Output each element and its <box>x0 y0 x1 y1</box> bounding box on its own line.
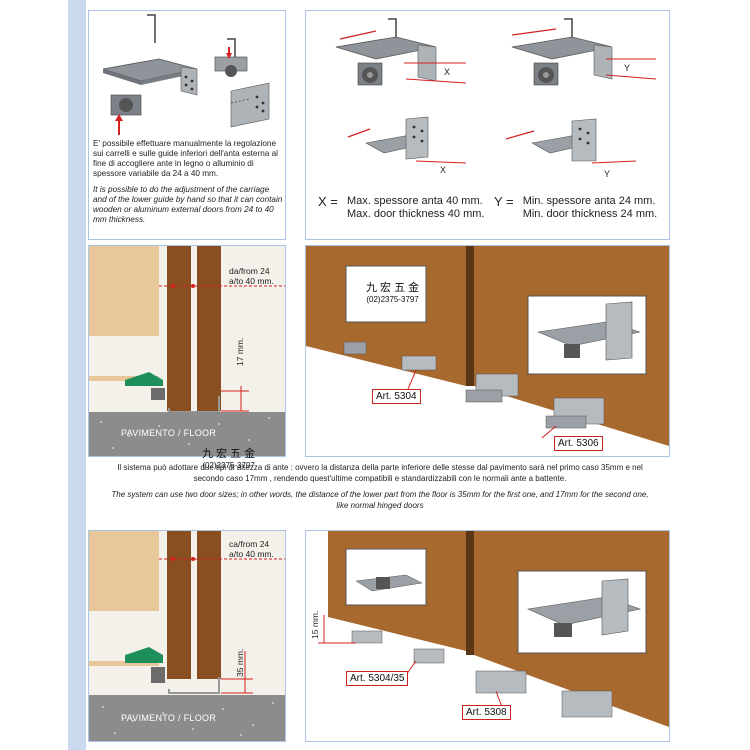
y-line-en: Min. door thickness 24 mm. <box>522 208 658 220</box>
watermark-middle: 九 宏 五 金 (02)2375-3797 <box>202 448 256 470</box>
art-5304-35-label: Art. 5304/35 <box>346 671 409 686</box>
x-dimension-label-2: X <box>440 165 446 175</box>
doors-35mm-drawing <box>318 531 669 727</box>
watermark-top: 九 宏 五 金 (02)2375-3797 <box>366 282 420 304</box>
art-5308-label: Art. 5308 <box>462 705 511 720</box>
y-line-it: Min. spessore anta 24 mm. <box>522 195 656 207</box>
section-35mm-drawing <box>89 531 285 741</box>
system-description-en: The system can use two door sizes; in ot… <box>111 490 649 510</box>
gap-label-15: 15 mm. <box>310 610 320 639</box>
floor-label-bottom: PAVIMENTO / FLOOR <box>121 713 217 723</box>
y-definition: Y = Min. spessore anta 24 mm. Min. door … <box>494 195 657 221</box>
y-dimension-label-2: Y <box>604 169 610 179</box>
range-label-17: da/from 24 a/to 40 mm. <box>229 266 274 286</box>
gap-label-17: 17 mm. <box>235 337 245 366</box>
carriage-illustration <box>102 14 270 135</box>
x-definition: X = Max. spessore anta 40 mm. Max. door … <box>318 195 485 221</box>
left-color-bar <box>68 0 86 750</box>
section-17mm-panel: da/from 24 a/to 40 mm. 17 mm. PAVIMENTO … <box>88 245 286 457</box>
doors-17mm-panel: Art. 5304 Art. 5306 <box>305 245 670 457</box>
adjustment-text-en: It is possible to do the adjustment of t… <box>93 185 283 224</box>
doors-35mm-panel: 15 mm. Art. 5304/35 Art. 5308 <box>305 530 670 742</box>
x-line-it: Max. spessore anta 40 mm. <box>346 195 483 207</box>
thickness-diagrams: X Y X Y <box>335 18 657 179</box>
system-description: Il sistema può adottare due tipi di alte… <box>110 463 650 511</box>
section-17mm-drawing <box>89 246 285 456</box>
range-label-35: ca/from 24 a/to 40 mm. <box>229 539 274 559</box>
adjustment-text-it: E' possibile effettuare manualmente la r… <box>93 139 278 178</box>
x-dimension-label: X <box>444 67 450 77</box>
adjustment-panel: E' possibile effettuare manualmente la r… <box>88 10 286 240</box>
gap-label-35: 35 mm. <box>235 648 245 677</box>
y-symbol: Y = <box>494 194 514 209</box>
x-symbol: X = <box>318 194 338 209</box>
thickness-panel: X Y X Y <box>305 10 670 240</box>
system-description-it: Il sistema può adottare due tipi di alte… <box>117 463 643 483</box>
art-5304-label: Art. 5304 <box>372 389 421 404</box>
art-5306-label: Art. 5306 <box>554 436 603 451</box>
section-35mm-panel: ca/from 24 a/to 40 mm. 35 mm. PAVIMENTO … <box>88 530 286 742</box>
floor-label-top: PAVIMENTO / FLOOR <box>121 428 217 438</box>
y-dimension-label: Y <box>624 63 630 73</box>
doors-17mm-drawing <box>306 246 669 446</box>
x-line-en: Max. door thickness 40 mm. <box>346 208 485 220</box>
